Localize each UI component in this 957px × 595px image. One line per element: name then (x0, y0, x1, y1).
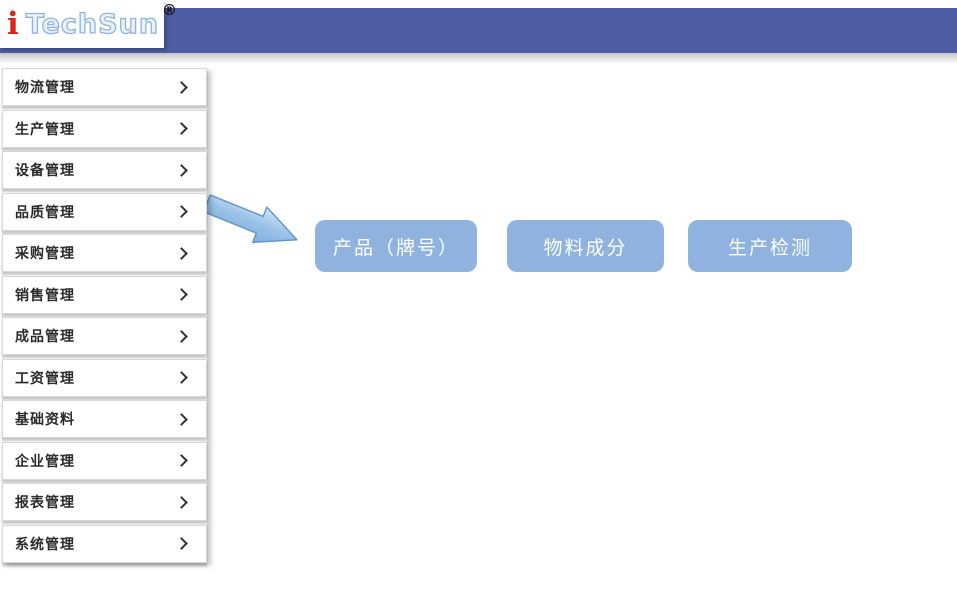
pointer-arrow-icon (202, 194, 298, 244)
sidebar-item-label: 企业管理 (15, 453, 75, 470)
sidebar-item-label: 生产管理 (15, 121, 75, 138)
sidebar-item-label: 采购管理 (15, 246, 75, 262)
chevron-right-icon (175, 495, 188, 509)
sidebar-item-base-data[interactable]: 基础资料 (2, 400, 207, 438)
sidebar-item-label: 工资管理 (15, 370, 75, 387)
sidebar-item-purchasing[interactable]: 采购管理 (2, 234, 207, 272)
sidebar-item-production[interactable]: 生产管理 (2, 109, 207, 148)
sidebar-item-label: 销售管理 (15, 287, 75, 304)
tile-production-inspection-button[interactable]: 生产检测 (688, 220, 852, 272)
brand-logo: i TechSun ® (0, 0, 177, 48)
tile-product-brand-button[interactable]: 产品（牌号） (315, 220, 477, 272)
sidebar-item-quality[interactable]: 品质管理 (2, 192, 207, 231)
chevron-right-icon (175, 288, 188, 301)
sidebar-item-label: 品质管理 (15, 204, 75, 221)
chevron-right-icon (175, 163, 188, 177)
sidebar-menu: 物流管理 生产管理 设备管理 品质管理 采购管理 销售管理 成品管理 工资管理 (2, 68, 207, 563)
sidebar-item-enterprise[interactable]: 企业管理 (2, 441, 207, 480)
sidebar-item-equipment[interactable]: 设备管理 (2, 151, 207, 189)
chevron-right-icon (175, 537, 188, 550)
sidebar-item-system[interactable]: 系统管理 (2, 524, 207, 563)
chevron-right-icon (175, 329, 188, 343)
sidebar-item-label: 基础资料 (15, 412, 75, 428)
sidebar-item-label: 设备管理 (15, 163, 75, 179)
chevron-right-icon (175, 122, 188, 135)
sidebar-item-label: 物流管理 (15, 80, 75, 96)
chevron-right-icon (175, 80, 188, 94)
sidebar-item-label: 报表管理 (15, 495, 75, 511)
header-shadow (0, 53, 957, 64)
registered-trademark-icon: ® (162, 1, 178, 19)
tile-material-composition-button[interactable]: 物料成分 (507, 220, 664, 272)
sidebar-item-label: 系统管理 (15, 536, 75, 553)
logo-i-mark: i (7, 5, 19, 42)
logo-brand-text: TechSun (25, 8, 160, 40)
sidebar-item-payroll[interactable]: 工资管理 (2, 358, 207, 397)
chevron-right-icon (175, 246, 188, 260)
chevron-right-icon (175, 412, 188, 426)
chevron-right-icon (175, 371, 188, 384)
sidebar-item-logistics[interactable]: 物流管理 (2, 68, 207, 106)
chevron-right-icon (175, 205, 188, 218)
sidebar-item-label: 成品管理 (15, 329, 75, 345)
sidebar-item-finished-goods[interactable]: 成品管理 (2, 317, 207, 355)
sidebar-item-reports[interactable]: 报表管理 (2, 483, 207, 521)
sidebar-item-sales[interactable]: 销售管理 (2, 275, 207, 314)
chevron-right-icon (175, 454, 188, 467)
